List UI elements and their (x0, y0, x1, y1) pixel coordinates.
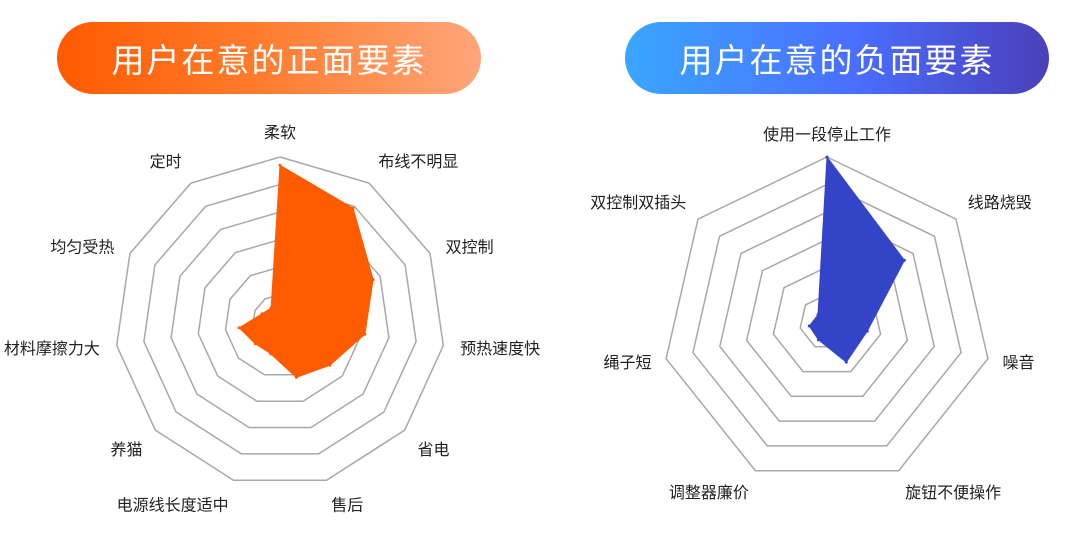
grid-ring (115, 156, 445, 482)
positive-axis-label: 材料摩擦力大 (4, 339, 100, 358)
left-chart-panel: 用户在意的正面要素 柔软布线不明显双控制预热速度快省电售后 电源线长度适中 养猫 材料… (4, 22, 540, 515)
grid-ring (692, 183, 962, 447)
negative-axis-label: 双控制双插头 (590, 193, 686, 212)
right-chart-panel: 用户在意的负面要素 使用一段停止工作线路烧毁噪音旋钮不便操作 调整器廉价 绳子短 双控… (540, 0, 1080, 558)
positive-axis-label: 电源线长度适中 (117, 496, 229, 515)
grid-ring (143, 183, 417, 455)
grid-ring (745, 238, 909, 398)
negative-factors-title: 用户在意的负面要素 (625, 22, 1049, 94)
positive-data-point (328, 363, 332, 367)
negative-axis-label: 使用一段停止工作 (763, 125, 891, 144)
positive-axis-label: 柔软 (264, 123, 296, 142)
negative-axis-label: 噪音 (1003, 353, 1035, 372)
positive-factors-title: 用户在意的正面要素 (57, 22, 481, 94)
negative-data-area (808, 155, 905, 363)
positive-data-point (237, 326, 241, 330)
positive-axis-label: 均匀受热 (50, 237, 114, 256)
positive-axis-label: 预热速度快 (460, 339, 540, 358)
negative-data-point (807, 324, 811, 328)
negative-data-point (844, 360, 848, 364)
positive-data-point (294, 375, 298, 379)
negative-data-point (902, 258, 906, 262)
negative-axis-label: 旋钮不便操作 (905, 483, 1001, 502)
positive-axis-label: 布线不明显 (378, 152, 458, 171)
positive-data-point (351, 206, 355, 210)
positive-data-point (278, 163, 282, 167)
positive-axis-label: 定时 (150, 152, 182, 171)
grid-ring (718, 211, 936, 422)
negative-axis-label: 调整器廉价 (669, 483, 749, 502)
negative-axis-label: 绳子短 (603, 353, 651, 372)
negative-axis-label: 线路烧毁 (968, 193, 1032, 212)
negative-data-point (816, 313, 820, 317)
negative-data-point (825, 155, 829, 159)
grid-ring (665, 156, 989, 472)
positive-data-point (260, 312, 264, 316)
positive-axis-label: 双控制 (446, 237, 494, 256)
negative-data-point (865, 329, 869, 333)
positive-data-point (253, 342, 257, 346)
positive-data-area (238, 164, 374, 378)
negative-data-point (816, 338, 820, 342)
grid-ring (170, 211, 390, 429)
positive-data-point (371, 278, 375, 281)
positive-data-point (363, 332, 367, 336)
positive-axis-label: 省电 (418, 440, 450, 459)
positive-axis-label: 养猫 (110, 440, 142, 459)
positive-data-point (269, 352, 273, 356)
positive-axis-label: 售后 (331, 496, 363, 515)
positive-data-point (269, 306, 273, 310)
